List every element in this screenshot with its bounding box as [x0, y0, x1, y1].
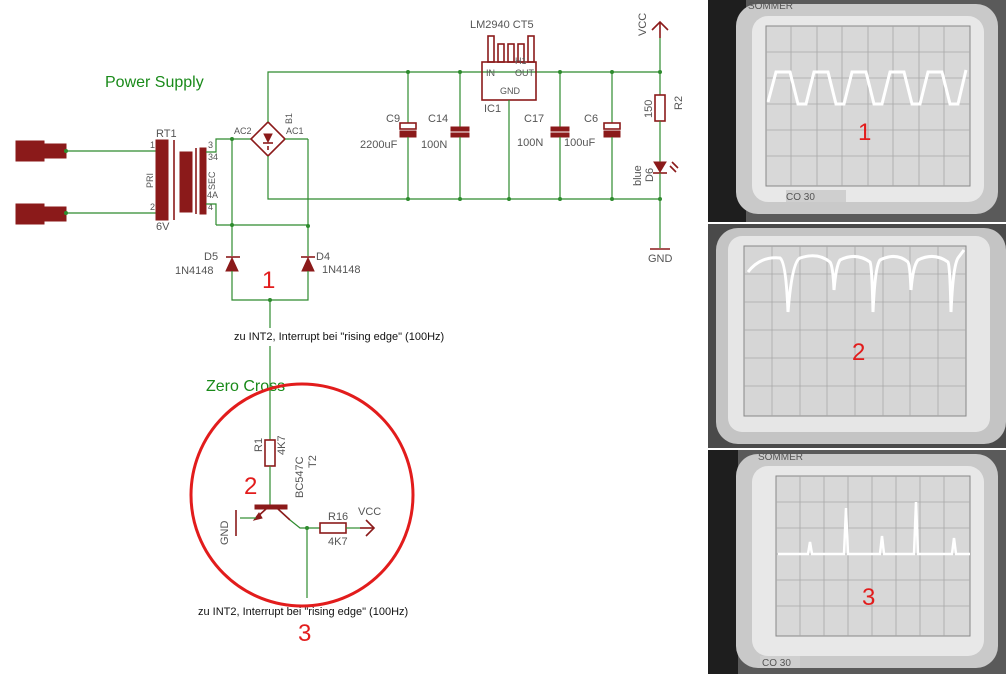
power-supply-title: Power Supply	[105, 74, 204, 91]
scope-1-label: 1	[858, 119, 871, 146]
input-connector-bottom	[15, 203, 67, 225]
transistor-part: BC547C	[294, 456, 306, 498]
c17-ref: C17	[524, 113, 544, 125]
transistor-t2	[252, 504, 291, 521]
resistor-r1	[264, 439, 276, 467]
int-note-bottom: zu INT2, Interrupt bei "rising edge" (10…	[198, 606, 408, 618]
resistor-r16	[319, 522, 347, 534]
oscilloscope-photo-1	[708, 0, 1006, 222]
scope-3-brand-top: SOMMER	[758, 452, 803, 463]
diode-d5	[225, 256, 240, 272]
int-note-top: zu INT2, Interrupt bei "rising edge" (10…	[234, 331, 444, 343]
r1-value: 4K7	[276, 435, 288, 455]
regulator-ref: IC1	[484, 103, 501, 115]
transformer-rating: 6V	[156, 221, 170, 233]
c9-value: 2200uF	[360, 139, 398, 151]
resistor-r2	[654, 94, 666, 122]
gnd-label-left: GND	[219, 521, 231, 546]
vcc-label-top: VCC	[637, 13, 649, 36]
bridge-ac2-label: AC2	[234, 126, 252, 136]
c9-ref: C9	[386, 113, 400, 125]
d4-ref: D4	[316, 251, 330, 263]
regulator-gnd: GND	[500, 86, 521, 96]
transformer-ref: RT1	[156, 128, 177, 140]
zero-cross-highlight-circle	[189, 382, 415, 608]
oscilloscope-photo-2	[708, 224, 1006, 448]
regulator-out: OUT	[515, 68, 535, 78]
d5-part: 1N4148	[175, 265, 214, 277]
scope-1-brand-bottom: CO 30	[786, 192, 815, 203]
capacitor-c9	[399, 72, 417, 199]
c14-ref: C14	[428, 113, 448, 125]
transformer-rt1	[155, 139, 207, 221]
input-connector-top	[15, 140, 67, 162]
transformer-pin-2: 2	[150, 202, 155, 212]
transformer-pin-4: 4	[208, 202, 213, 212]
c6-ref: C6	[584, 113, 598, 125]
bridge-ac1-label: AC1	[286, 126, 304, 136]
capacitor-c17	[550, 72, 570, 199]
oscilloscope-photo-3	[708, 450, 1006, 674]
marker-3: 3	[298, 620, 311, 647]
vcc-label-bottom: VCC	[358, 506, 381, 518]
c6-value: 100uF	[564, 137, 595, 149]
transformer-sec-label: SEC	[207, 171, 217, 190]
regulator-in: IN	[486, 68, 495, 78]
transformer-pin-1: 1	[150, 140, 155, 150]
vcc-symbol-top	[651, 20, 669, 38]
regulator-heatsink: H1	[515, 56, 527, 66]
diode-d4	[301, 256, 315, 272]
c17-value: 100N	[517, 137, 543, 149]
scope-2-label: 2	[852, 339, 865, 366]
r2-ref: R2	[673, 96, 685, 110]
vcc-symbol-bottom	[360, 519, 376, 537]
transistor-ref: T2	[307, 455, 319, 468]
led-d6	[653, 161, 679, 174]
bridge-rectifier-b1	[249, 120, 287, 158]
transformer-pri-label: PRI	[145, 173, 155, 188]
marker-2: 2	[244, 473, 257, 500]
gnd-label-right: GND	[648, 253, 673, 265]
scope-3-brand-bottom: CO 30	[762, 658, 791, 669]
capacitor-c14	[450, 72, 470, 199]
scope-1-brand-top: SOMMER	[748, 1, 793, 12]
transformer-pin-34: 34	[208, 152, 218, 162]
regulator-ic1	[481, 35, 537, 101]
marker-1: 1	[262, 267, 275, 294]
regulator-part: LM2940 CT5	[470, 19, 534, 31]
scope-3-label: 3	[862, 584, 875, 611]
r1-ref: R1	[253, 438, 265, 452]
led-color: blue	[632, 165, 644, 186]
transformer-pin-4a: 4A	[207, 190, 218, 200]
d4-part: 1N4148	[322, 264, 361, 276]
r16-ref: R16	[328, 511, 348, 523]
bridge-ref: B1	[284, 113, 294, 124]
led-ref: D6	[644, 168, 656, 182]
r16-value: 4K7	[328, 536, 348, 548]
r2-value: 150	[643, 100, 655, 118]
capacitor-c6	[603, 72, 621, 199]
d5-ref: D5	[204, 251, 218, 263]
transformer-pin-3: 3	[208, 140, 213, 150]
c14-value: 100N	[421, 139, 447, 151]
